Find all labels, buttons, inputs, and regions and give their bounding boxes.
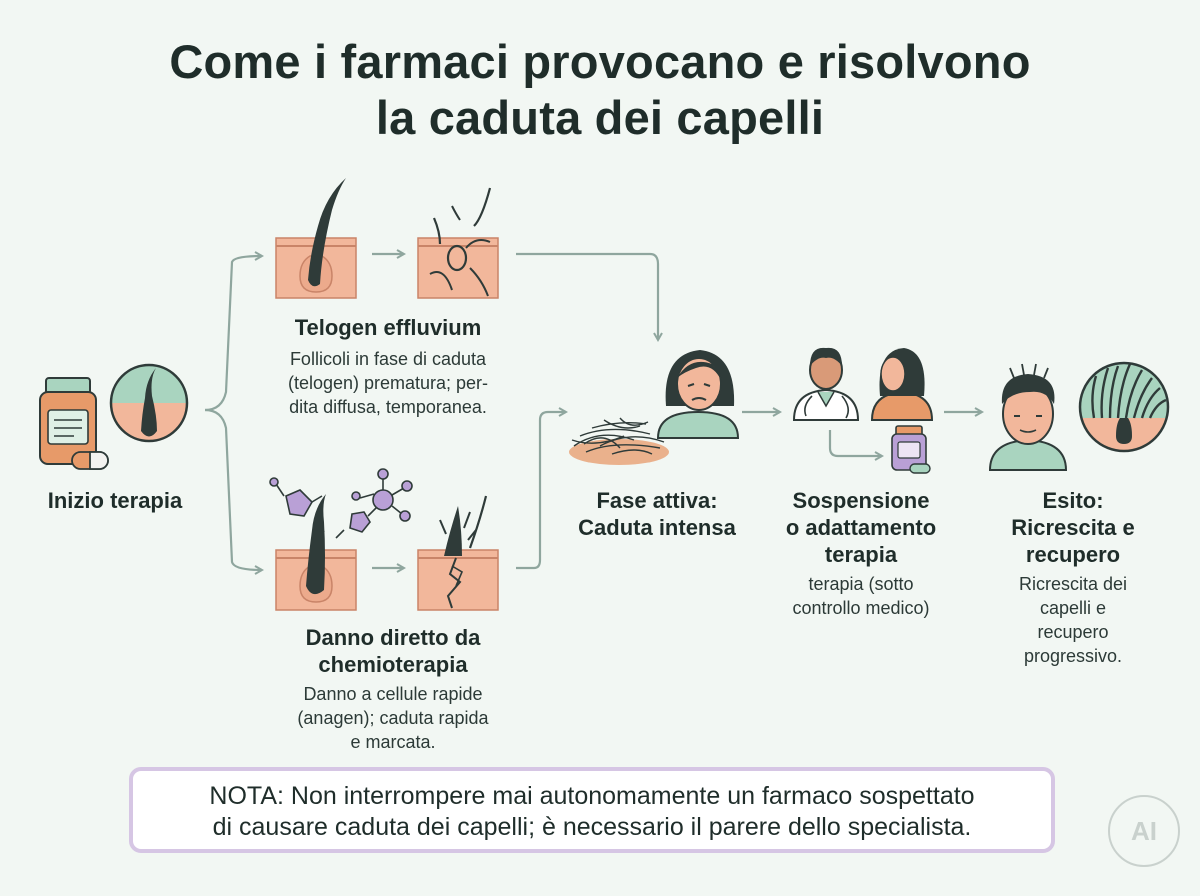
outcome-desc-line: progressivo. [1023,646,1123,666]
doctor-icon [792,347,860,421]
telogen-desc-line: Follicoli in fase di caduta [289,349,487,369]
man-icon [988,363,1068,471]
scalp-hair-icon [275,178,357,299]
title-line-1: Come i farmaci provocano e risolvono [169,35,1031,88]
follicle-circle-icon [109,363,189,443]
outcome-desc-line: recupero [1037,622,1109,642]
arrow-start-chemo [204,408,262,570]
chemo-title-line: Danno diretto da [305,625,481,650]
suspension-desc-line: terapia (sotto [808,574,914,594]
arrow-chemo-to-active [516,412,566,570]
node-suspension: Sospensione o adattamento terapia terapi… [754,487,968,620]
regrowth-circle-icon [1078,361,1170,453]
outcome-desc-line: Ricrescita dei [1018,574,1128,594]
note-line: NOTA: Non interrompere mai autonomamente… [209,782,975,810]
shedding-follicle-icon [417,187,499,299]
suspension-desc-line: controllo medico) [792,598,930,618]
chemo-title-line: chemioterapia [318,652,468,677]
pill-bottle-icon [39,377,109,470]
outcome-title-line: Esito: [1042,488,1104,513]
active-title-line: Caduta intensa [578,515,736,540]
node-outcome: Esito: Ricrescita e recupero Ricrescita … [978,487,1168,668]
outcome-desc-line: capelli e [1039,598,1107,618]
node-start: Inizio terapia [10,487,220,514]
damaged-follicle-icon [417,495,499,611]
worried-woman-icon [656,350,740,439]
capsule-icon [71,451,109,470]
node-active: Fase attiva: Caduta intensa [552,487,762,541]
telogen-title: Telogen effluvium [294,315,482,340]
arrow-doctor-to-pills [828,430,882,456]
outcome-title-line: recupero [1025,542,1121,567]
chemo-scalp-hair-icon [275,494,357,611]
active-title-line: Fase attiva: [596,488,718,513]
connector-lines [204,252,982,570]
suspension-title-line: Sospensione [792,488,930,513]
badge-text: AI [1131,816,1157,846]
telogen-desc-line: dita diffusa, temporanea. [289,397,487,417]
suspension-title-line: terapia [824,542,898,567]
chemo-desc-line: (anagen); caduta rapida [297,708,489,728]
arrow-telogen-to-active [516,252,658,340]
title-line-2: la caduta dei capelli [375,91,825,144]
molecule-icon [269,468,413,539]
pill-bottle-small-icon [891,425,931,474]
chemo-desc-line: Danno a cellule rapide [303,684,483,704]
chemo-desc-line: e marcata. [350,732,436,752]
telogen-desc-line: (telogen) prematura; per- [287,373,489,393]
hair-pile-icon [569,417,669,465]
start-title: Inizio terapia [47,488,183,513]
suspension-title-line: o adattamento [785,515,937,540]
ai-generated-badge: AI [1108,795,1180,867]
node-chemo: Danno diretto da chemioterapia Danno a c… [248,624,538,754]
node-telogen: Telogen effluvium Follicoli in fase di c… [248,314,528,419]
arrow-start-branch [204,256,262,412]
page-title: Come i farmaci provocano e risolvono la … [0,34,1200,146]
outcome-title-line: Ricrescita e [1011,515,1135,540]
patient-icon [870,348,934,421]
note-line: di causare caduta dei capelli; è necessa… [212,813,972,841]
note-box: NOTA: Non interrompere mai autonomamente… [129,767,1055,853]
